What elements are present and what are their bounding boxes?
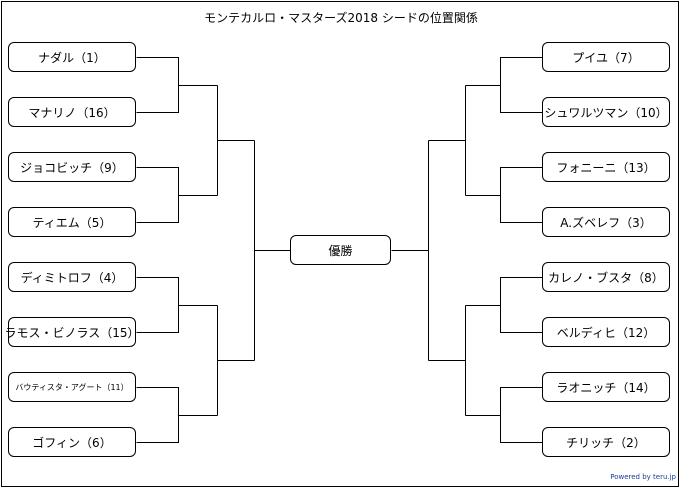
player-box-right-5: カレノ・ブスタ（8） <box>542 262 670 292</box>
winner-box: 優勝 <box>290 235 391 265</box>
player-box-left-1: ナダル（1） <box>8 42 136 72</box>
bracket-line <box>136 387 218 443</box>
player-box-left-5: ディミトロフ（4） <box>8 262 136 292</box>
bracket-line <box>465 277 543 333</box>
bracket-line <box>465 167 543 223</box>
bracket-line <box>428 305 466 416</box>
diagram-title: モンテカルロ・マスターズ2018 シードの位置関係 <box>204 11 478 25</box>
player-box-right-7: ラオニッチ（14） <box>542 372 670 402</box>
player-box-left-4: ティエム（5） <box>8 207 136 237</box>
player-box-left-2: マナリノ（16） <box>8 97 136 127</box>
bracket-line <box>217 305 255 416</box>
player-box-right-8: チリッチ（2） <box>542 427 670 457</box>
bracket-line <box>465 57 543 113</box>
credit-link[interactable]: Powered by teru.jp <box>610 473 676 481</box>
player-box-left-7: バウティスタ・アグート（11） <box>8 372 136 402</box>
bracket-line <box>136 277 218 333</box>
bracket-line <box>136 167 218 223</box>
player-box-right-4: A.ズベレフ（3） <box>542 207 670 237</box>
player-box-right-1: プイユ（7） <box>542 42 670 72</box>
player-box-right-3: フォニーニ（13） <box>542 152 670 182</box>
bracket-line <box>217 85 255 196</box>
bracket-line <box>254 140 291 361</box>
bracket-line <box>391 140 429 361</box>
player-box-right-2: シュワルツマン（10） <box>542 97 670 127</box>
player-box-right-6: ベルディヒ（12） <box>542 317 670 347</box>
player-box-left-3: ジョコビッチ（9） <box>8 152 136 182</box>
bracket-line <box>136 57 218 113</box>
player-box-left-8: ゴフィン（6） <box>8 427 136 457</box>
bracket-line <box>428 85 466 196</box>
bracket-line <box>465 387 543 443</box>
player-box-left-6: ラモス・ビノラス（15） <box>4 317 140 347</box>
